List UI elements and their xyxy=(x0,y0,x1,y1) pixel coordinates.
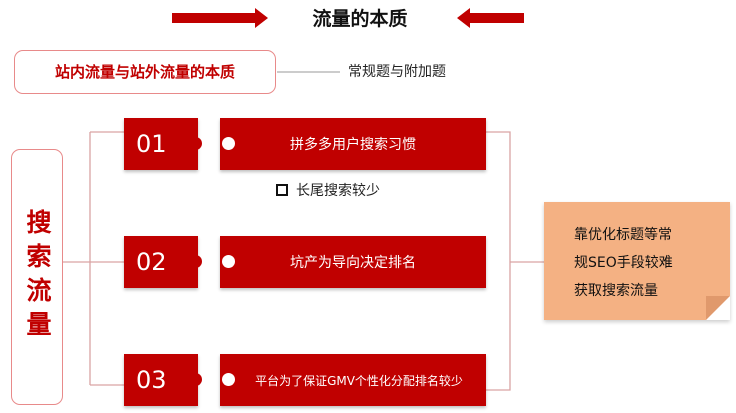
banner-notch-dot xyxy=(222,255,235,268)
result-line-1: 靠优化标题等常 xyxy=(574,227,672,243)
bullet-item: 长尾搜索较少 xyxy=(276,180,380,200)
item-number-01: 01 xyxy=(124,118,198,170)
page-title: 流量的本质 xyxy=(312,8,408,30)
category-box: 搜索流量 xyxy=(11,149,63,405)
result-line-3: 获取搜索流量 xyxy=(574,283,658,299)
item-number-02: 02 xyxy=(124,236,198,288)
item-banner-01: 拼多多用户搜索习惯 xyxy=(220,118,486,170)
item-banner-03: 平台为了保证GMV个性化分配排名较少 xyxy=(220,354,486,406)
connector-dot xyxy=(189,137,202,150)
page-fold-corner xyxy=(706,296,730,320)
subtitle-box: 站内流量与站外流量的本质 xyxy=(14,50,276,94)
banner-notch-dot xyxy=(222,137,235,150)
item-text-01: 拼多多用户搜索习惯 xyxy=(290,137,416,153)
right-arrow-icon xyxy=(457,8,524,28)
square-bullet-icon xyxy=(276,184,288,196)
result-box: 靠优化标题等常 规SEO手段较难 获取搜索流量 xyxy=(544,202,730,320)
connector-dot xyxy=(189,255,202,268)
result-line-2: 规SEO手段较难 xyxy=(574,255,673,271)
connector-dot xyxy=(189,373,202,386)
item-number-03: 03 xyxy=(124,354,198,406)
item-text-02: 坑产为导向决定排名 xyxy=(290,255,416,271)
banner-notch-dot xyxy=(222,373,235,386)
bullet-text: 长尾搜索较少 xyxy=(296,183,380,199)
category-label: 搜索流量 xyxy=(23,209,52,345)
item-banner-02: 坑产为导向决定排名 xyxy=(220,236,486,288)
left-arrow-icon xyxy=(172,8,268,28)
item-text-03: 平台为了保证GMV个性化分配排名较少 xyxy=(255,373,463,388)
subtitle-note: 常规题与附加题 xyxy=(348,64,446,80)
